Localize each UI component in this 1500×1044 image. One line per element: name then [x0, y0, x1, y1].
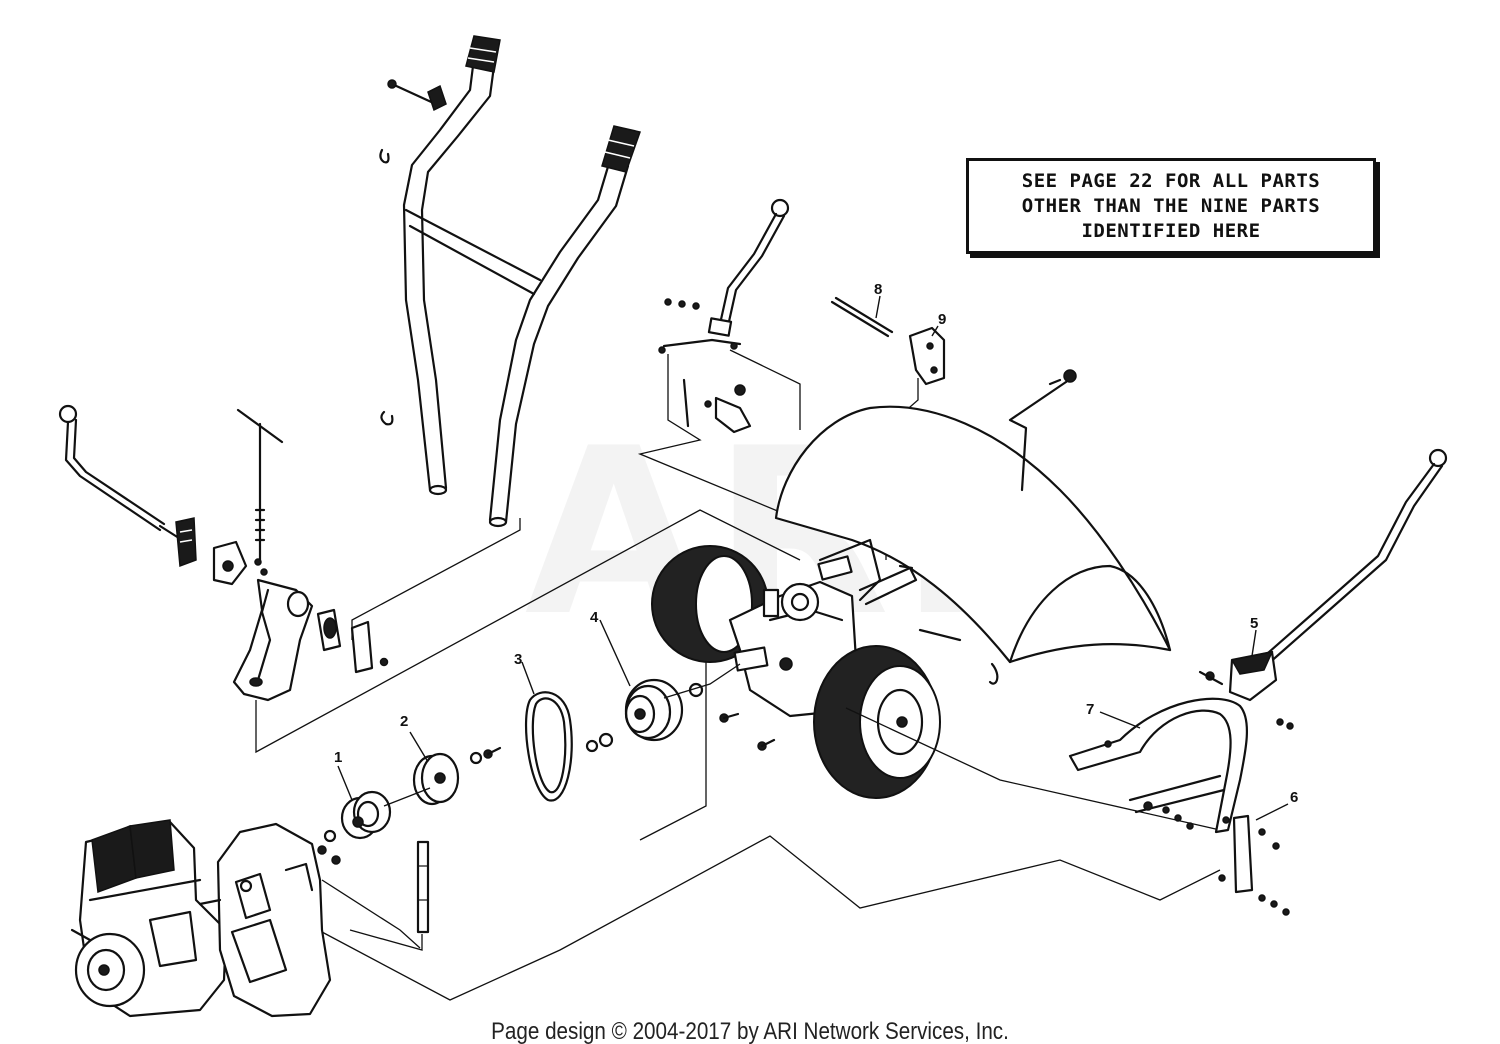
- leader-lines: [337, 295, 1289, 821]
- notice-line-3: IDENTIFIED HERE: [1081, 219, 1261, 242]
- tine-hood: [774, 369, 1172, 685]
- notice-line-1: SEE PAGE 22 FOR ALL PARTS: [1021, 169, 1321, 192]
- engine: [70, 819, 228, 1018]
- part-label-7: 7: [1086, 701, 1094, 718]
- clutch-control-assembly: [58, 404, 801, 754]
- parts-notice-box: SEE PAGE 22 FOR ALL PARTS OTHER THAN THE…: [966, 158, 1376, 254]
- part-6-link: [1162, 806, 1290, 916]
- handle-bolt: [387, 79, 447, 112]
- part-4-pulley: [585, 663, 741, 753]
- part-3-belt: [524, 691, 573, 802]
- transmission-assembly: [639, 538, 1221, 841]
- notice-line-2: OTHER THAN THE NINE PARTS: [1021, 194, 1321, 217]
- right-handle-grip: [601, 125, 641, 173]
- part-2-pulley: [412, 746, 502, 806]
- depth-control-rod: [1258, 448, 1448, 666]
- part-label-2: 2: [400, 713, 408, 730]
- bolt-hardware-group: [1162, 806, 1290, 916]
- part-label-8: 8: [874, 281, 882, 298]
- part-label-4: 4: [590, 609, 599, 626]
- part-5-bracket: [1198, 650, 1294, 730]
- part-number-labels: 1 2 3 4 5 6 7 8 9: [334, 281, 1298, 806]
- part-label-9: 9: [938, 311, 946, 328]
- part-label-3: 3: [514, 651, 522, 668]
- copyright-footer: Page design © 2004-2017 by ARI Network S…: [491, 1018, 1009, 1044]
- handlebar-assembly: [351, 35, 641, 640]
- vertical-pin: [349, 840, 430, 951]
- left-handle-grip: [465, 35, 501, 73]
- engine-housing: [198, 822, 1221, 1018]
- part-8-pin: [830, 296, 894, 338]
- part-1-pulley: [317, 787, 431, 865]
- center-control-lever: [637, 198, 801, 513]
- part-label-1: 1: [334, 749, 342, 766]
- part-label-5: 5: [1250, 615, 1258, 632]
- part-7-tine-shield: [1068, 697, 1249, 834]
- part-label-6: 6: [1290, 789, 1298, 806]
